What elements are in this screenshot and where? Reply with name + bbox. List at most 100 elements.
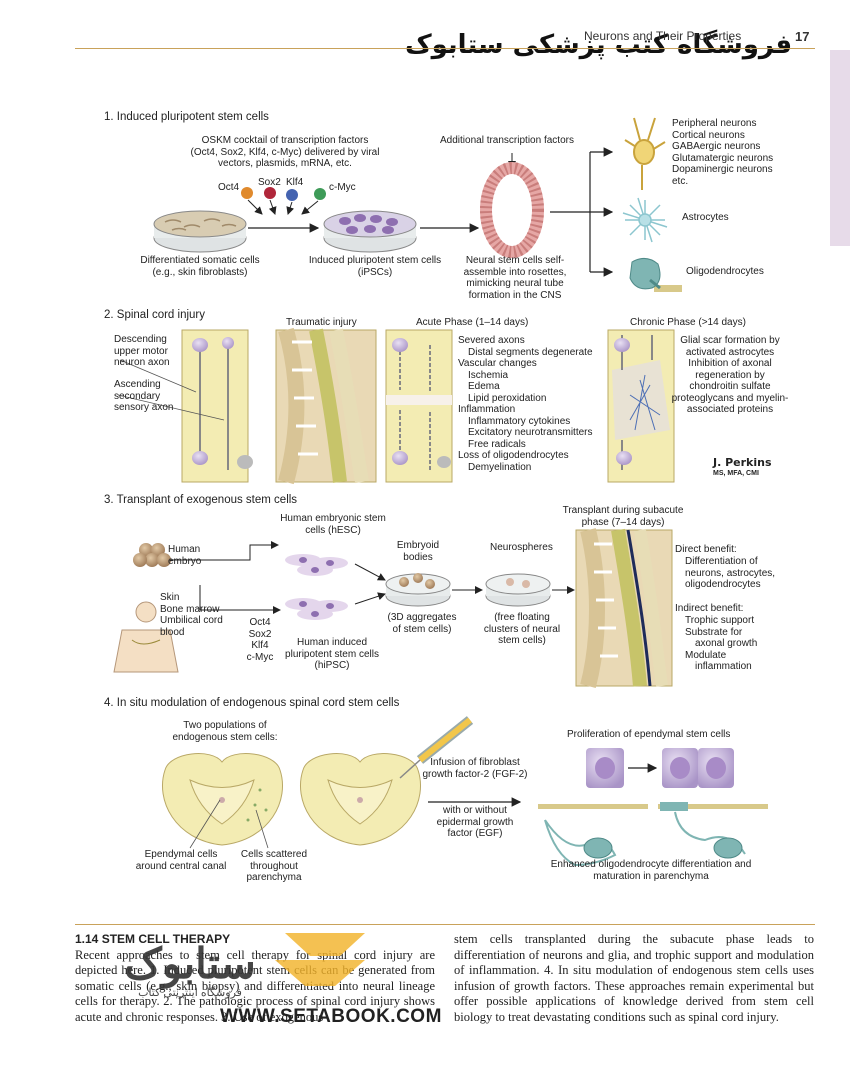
- page-number: 17: [795, 29, 810, 44]
- neural-stem-cells-label: Neural stem cells self-assemble into ros…: [463, 255, 567, 301]
- indirect-list-item: Substrate for: [685, 626, 743, 638]
- oligodendrocyte-icon: [629, 258, 682, 292]
- oct4-ball: [241, 187, 253, 199]
- cord-schematic-panel: [181, 329, 253, 483]
- hesc-cells: [285, 554, 348, 576]
- direct-benefit-label: Direct benefit:: [675, 544, 737, 555]
- ependymal-cells-proliferated: [662, 748, 734, 788]
- neurospheres-dish: [485, 573, 551, 607]
- acute-list-item: Inflammatory cytokines: [468, 415, 571, 427]
- hipsc-cells: [285, 598, 348, 620]
- cord-cross-section-1: [161, 753, 284, 846]
- watermark-persian-title: فروشگاه کتب پزشکی ستابوک: [405, 30, 793, 60]
- somatic-cells-label: Differentiated somatic cells (e.g., skin…: [140, 255, 260, 278]
- cmyc-ball: [314, 188, 326, 200]
- body-column-1: 1.14 STEM CELL THERAPY Recent approaches…: [75, 932, 435, 1026]
- acute-list-item: Ischemia: [468, 369, 509, 381]
- petri-dish-somatic-cells: [153, 210, 247, 253]
- logo-sub: فروشگاه اینترنتی کتاب: [138, 986, 242, 999]
- embryoid-bodies-label: Embryoid bodies: [396, 540, 440, 563]
- sox2-label: Sox2: [258, 177, 281, 188]
- ependymal-cell-1: [586, 748, 624, 788]
- direct-benefit-desc: Differentiation of neurons, astrocytes, …: [685, 556, 776, 590]
- acute-list-item: Edema: [468, 381, 500, 392]
- transplant-cord-panel: [575, 528, 673, 689]
- astrocytes-label: Astrocytes: [682, 212, 729, 223]
- transplant-label: Transplant during subacute phase (7–14 d…: [562, 505, 684, 528]
- chronic-phase-panel: [607, 329, 675, 483]
- indirect-list-item: axonal growth: [695, 638, 758, 649]
- oligodendrocyte-myelination: [538, 802, 768, 867]
- fgf-infusion-label: Infusion of fibroblast growth factor-2 (…: [422, 757, 528, 780]
- setabook-logo: ستابوک فروشگاه اینترنتی کتاب: [124, 933, 365, 999]
- indirect-benefit-label: Indirect benefit:: [675, 603, 744, 614]
- proliferation-label: Proliferation of ependymal stem cells: [567, 729, 731, 740]
- section-1-title: 1. Induced pluripotent stem cells: [104, 111, 269, 123]
- acute-list-item: Vascular changes: [458, 358, 537, 369]
- cell-sources-list: Skin Bone marrow Umbilical cord blood: [160, 592, 223, 638]
- additional-factors-label: Additional transcription factors: [440, 135, 574, 146]
- acute-list-item: Loss of oligodendrocytes: [458, 450, 569, 461]
- cord-cross-section-2: [299, 753, 422, 846]
- ipsc-label: Induced pluripotent stem cells (iPSCs): [308, 255, 442, 278]
- body-column-1-text: Recent approaches to stem cell therapy f…: [75, 947, 435, 1024]
- acute-list-item: Excitatory neurotransmitters: [468, 427, 593, 438]
- klf4-ball: [286, 189, 298, 201]
- klf4-label: Klf4: [286, 177, 304, 188]
- astrocyte-icon: [622, 197, 668, 243]
- traumatic-injury-panel: [275, 327, 377, 485]
- section-heading: 1.14 STEM CELL THERAPY: [75, 932, 231, 946]
- oskm-cocktail-label: OSKM cocktail of transcription factors (…: [190, 135, 380, 169]
- neurospheres-desc: (free floating clusters of neural stem c…: [483, 612, 561, 646]
- header-rule: [75, 48, 815, 49]
- ependymal-cells-label: Ependymal cells around central canal: [135, 849, 227, 872]
- acute-list-item: Demyelination: [468, 461, 532, 473]
- descending-axon-label: Descending upper motor neuron axon: [114, 334, 170, 368]
- acute-phase-panel: [385, 329, 453, 483]
- sox2-ball: [264, 187, 276, 199]
- illustrator-credit: J. Perkins: [713, 456, 772, 469]
- chronic-phase-text: Glial scar formation by activated astroc…: [671, 335, 789, 415]
- section-4-title: 4. In situ modulation of endogenous spin…: [104, 697, 400, 709]
- syringe-icon: [399, 716, 474, 779]
- acute-list-item: Inflammation: [458, 404, 516, 415]
- acute-phase-label: Acute Phase (1–14 days): [416, 317, 529, 328]
- human-body-icon: [113, 601, 179, 673]
- neural-rosette: [480, 162, 544, 258]
- section-2-title: 2. Spinal cord injury: [104, 309, 205, 321]
- hipsc-label: Human induced pluripotent stem cells (hi…: [285, 637, 379, 671]
- cmyc-label: c-Myc: [329, 182, 356, 193]
- embryoid-bodies-dish: [385, 573, 451, 607]
- neuron-types-list: Peripheral neurons Cortical neurons GABA…: [672, 118, 774, 187]
- neurospheres-label: Neurospheres: [490, 542, 553, 553]
- chronic-phase-label: Chronic Phase (>14 days): [630, 317, 746, 328]
- illustrator-credit-sub: MS, MFA, CMI: [713, 470, 759, 477]
- ascending-axon-label: Ascending secondary sensory axon: [114, 379, 174, 413]
- neuron-icon: [624, 117, 666, 190]
- human-embryo-icon: [133, 543, 171, 567]
- petri-dish-ipsc: [323, 210, 417, 253]
- oct4-label: Oct4: [218, 182, 240, 193]
- running-title: Neurons and Their Properties: [584, 29, 742, 43]
- body-top-rule: [75, 924, 815, 925]
- embryoid-bodies-desc: (3D aggregates of stem cells): [387, 612, 457, 635]
- human-embryo-label: Human embryo: [168, 544, 202, 567]
- body-column-2-text: stem cells transplanted during the subac…: [454, 932, 814, 1024]
- scattered-cells-label: Cells scattered throughout parenchyma: [240, 849, 308, 883]
- two-populations-label: Two populations of endogenous stem cells…: [172, 720, 278, 743]
- body-column-2: stem cells transplanted during the subac…: [454, 932, 814, 1026]
- indirect-list-item: Modulate: [685, 649, 727, 661]
- chapter-side-tab: [830, 50, 850, 246]
- indirect-list-item: Trophic support: [685, 615, 755, 626]
- section-3-title: 3. Transplant of exogenous stem cells: [104, 494, 298, 506]
- indirect-list-item: inflammation: [695, 661, 752, 672]
- traumatic-injury-label: Traumatic injury: [286, 317, 357, 328]
- acute-list-item: Lipid peroxidation: [468, 392, 547, 404]
- acute-list-item: Distal segments degenerate: [468, 346, 593, 358]
- logo-text: ستابوک: [124, 940, 256, 989]
- egf-label: with or without epidermal growth factor …: [436, 805, 514, 839]
- watermark-url: WWW.SETABOOK.COM: [220, 1006, 442, 1027]
- reprogramming-factors: Oct4 Sox2 Klf4 c-Myc: [246, 617, 274, 663]
